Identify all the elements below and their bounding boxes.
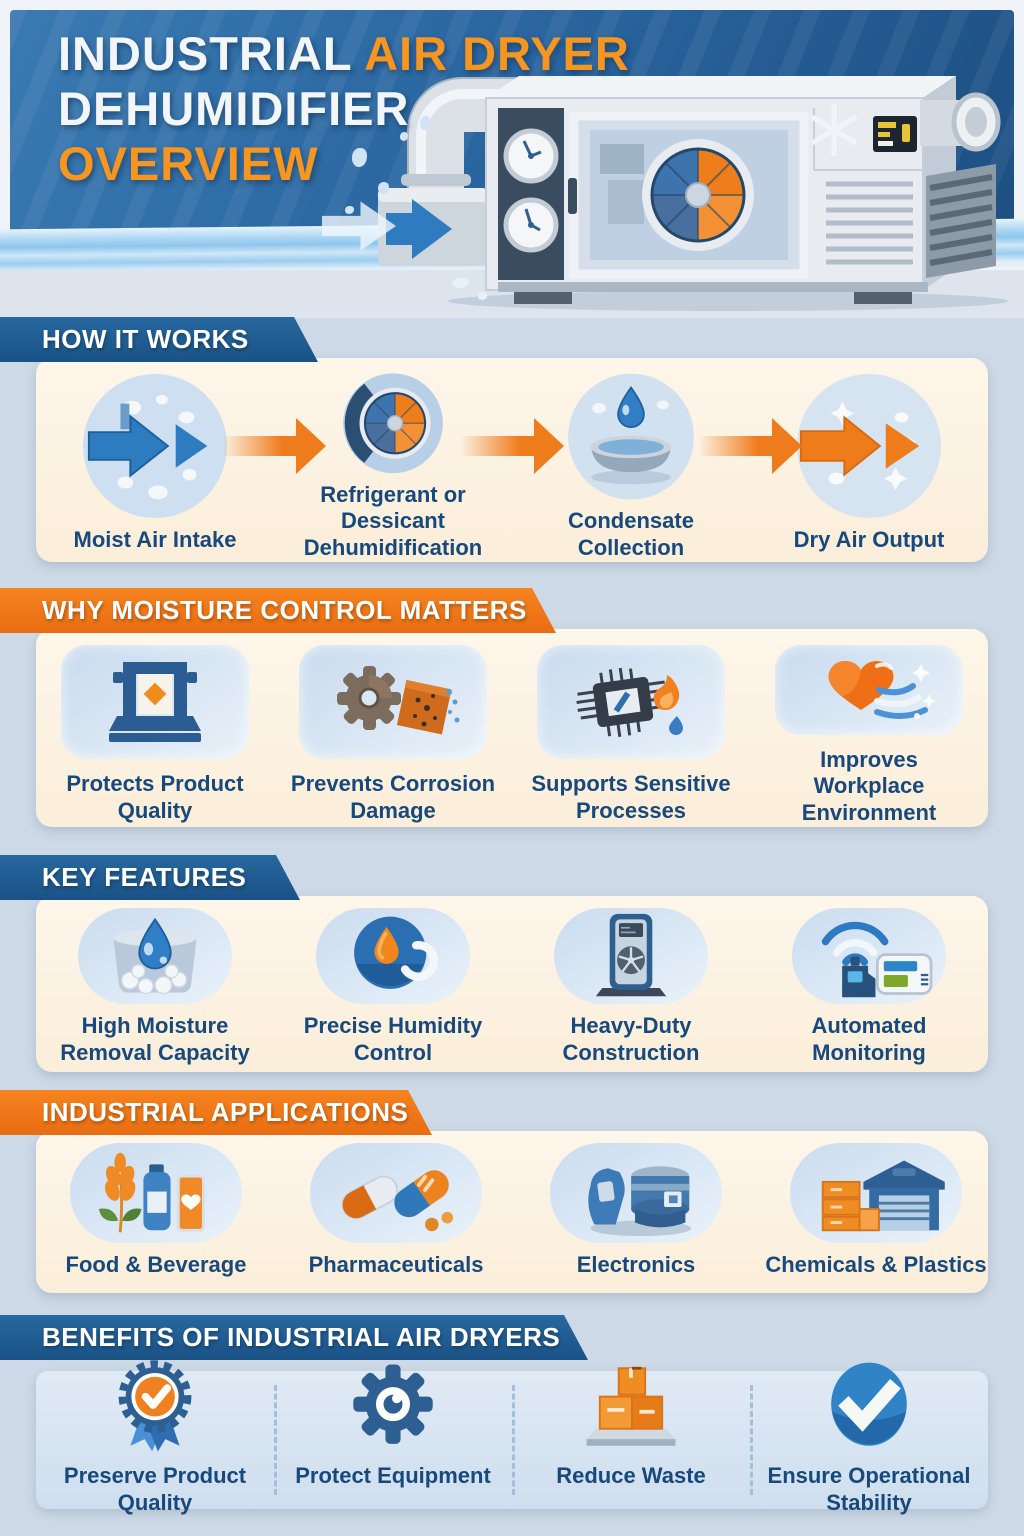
page-title: INDUSTRIAL AIR DRYER DEHUMIDIFIER OVERVI… [58,26,630,191]
divider [750,1385,753,1495]
benefit-label: Ensure Operational Stability [767,1463,971,1515]
splash-droplet [452,278,469,288]
product-press-icon [109,662,201,742]
benefit-item: Reduce Waste [512,1366,750,1509]
feature-item: High Moisture Removal Capacity [36,896,274,1072]
how-it-works-step: Moist Air Intake [36,358,274,562]
splash-droplet [352,148,367,167]
section-heading-key-features: KEY FEATURES [0,855,300,900]
splash-droplet [345,206,354,214]
application-item: Pharmaceuticals [276,1131,516,1293]
check-circle-icon [831,1362,907,1446]
step-label: Moist Air Intake [73,527,237,552]
section-heading-industrial-applications: INDUSTRIAL APPLICATIONS [0,1090,432,1135]
page-title-line3: OVERVIEW [58,137,319,190]
benefit-label: Protect Equipment [295,1463,491,1488]
snowflake-icon [810,104,858,156]
corroded-gear-icon [337,666,460,735]
why-item: Improves Workplace Environment [750,629,988,827]
how-it-works-step: Condensate Collection [512,358,750,562]
automated-monitoring-icon [821,921,933,998]
quality-badge-icon [118,1360,192,1452]
section-heading-how-it-works: HOW IT WORKS [0,317,318,362]
section-heading-why-moisture-control-matters: WHY MOISTURE CONTROL MATTERS [0,588,556,633]
benefits-panel: Preserve Product Quality Protect Equipme… [36,1360,988,1515]
heavy-duty-cabinet-icon [595,913,667,997]
output-port [920,92,1001,152]
step-label: Refrigerant or Dessicant Dehumidificatio… [303,481,483,561]
food-beverage-icon [98,1152,205,1233]
key-features-panel: High Moisture Removal Capacity Precise H… [36,896,988,1072]
divider [512,1385,515,1495]
application-item: Electronics [516,1131,756,1293]
feature-label: Automated Monitoring [811,1013,927,1065]
hero-section: INDUSTRIAL AIR DRYER DEHUMIDIFIER OVERVI… [0,0,1024,318]
why-item-label: Protects Product Quality [66,771,244,823]
step-label: Dry Air Output [793,527,945,552]
application-label: Chemicals & Plastics [765,1252,987,1277]
condensate-collection-icon [568,373,694,500]
why-item: Protects Product Quality [36,629,274,827]
section-heading-benefits: BENEFITS OF INDUSTRIAL AIR DRYERS [0,1315,588,1360]
benefit-label: Reduce Waste [556,1463,706,1488]
flow-arrow-icon [222,418,326,474]
why-item-label: Prevents Corrosion Damage [290,771,496,823]
moisture-capacity-icon [113,917,197,995]
page-title-line2: DEHUMIDIFIER [58,82,410,135]
application-label: Electronics [576,1252,696,1277]
feature-label: High Moisture Removal Capacity [60,1013,250,1065]
page-title-line1: INDUSTRIAL AIR DRYER [58,27,630,80]
benefit-label: Preserve Product Quality [63,1463,247,1515]
how-it-works-step: Dry Air Output [750,358,988,562]
divider [274,1385,277,1495]
application-item: Food & Beverage [36,1131,276,1293]
benefit-item: Preserve Product Quality [36,1360,274,1515]
chemicals-plastics-icon [821,1160,945,1232]
dry-air-output-icon [796,373,942,519]
feature-item: Precise Humidity Control [274,896,512,1072]
intake-arrow-icon [386,199,452,259]
electronics-icon [588,1166,692,1237]
splash-droplet [420,116,430,130]
moist-air-intake-icon [82,373,228,519]
why-item: Supports Sensitive Processes [512,629,750,827]
how-it-works-panel: Moist Air Intake Refrigerant or Dessican… [36,358,988,562]
splash-droplet [378,182,389,194]
how-it-works-step: Refrigerant or Dessicant Dehumidificatio… [274,358,512,562]
why-item: Prevents Corrosion Damage [274,629,512,827]
why-item-label: Supports Sensitive Processes [531,771,731,823]
splash-droplet [478,292,487,300]
circuit-chip-icon [576,667,683,737]
applications-panel: Food & Beverage Pharm [36,1131,988,1293]
feature-item: Automated Monitoring [750,896,988,1072]
heart-airflow-icon [828,660,936,719]
flow-arrow-icon [460,418,564,474]
step-label: Condensate Collection [568,508,694,561]
feature-label: Precise Humidity Control [303,1013,483,1065]
boxes-pallet-icon [586,1366,676,1446]
gauge-icon [503,197,559,253]
application-label: Pharmaceuticals [308,1252,484,1277]
feature-label: Heavy-Duty Construction [562,1013,700,1065]
benefit-item: Ensure Operational Stability [750,1362,988,1515]
pharmaceuticals-icon [341,1170,454,1232]
vent-grille [826,181,913,265]
why-moisture-panel: Protects Product Quality [36,629,988,827]
flow-arrow-icon [698,418,802,474]
application-label: Food & Beverage [65,1252,247,1277]
feature-item: Heavy-Duty Construction [512,896,750,1072]
control-display [873,116,917,152]
air-dryer-machine-illustration [378,76,1008,311]
application-item: Chemicals & Plastics [756,1131,996,1293]
fan-wheel-icon [642,139,754,251]
why-item-label: Improves Workplace Environment [801,746,937,826]
benefit-item: Protect Equipment [274,1364,512,1509]
splash-droplet [400,132,408,141]
gauge-icon [503,128,559,184]
gear-icon [353,1364,433,1444]
dehumidification-wheel-icon [343,373,443,474]
humidity-gauge-icon [354,916,439,989]
